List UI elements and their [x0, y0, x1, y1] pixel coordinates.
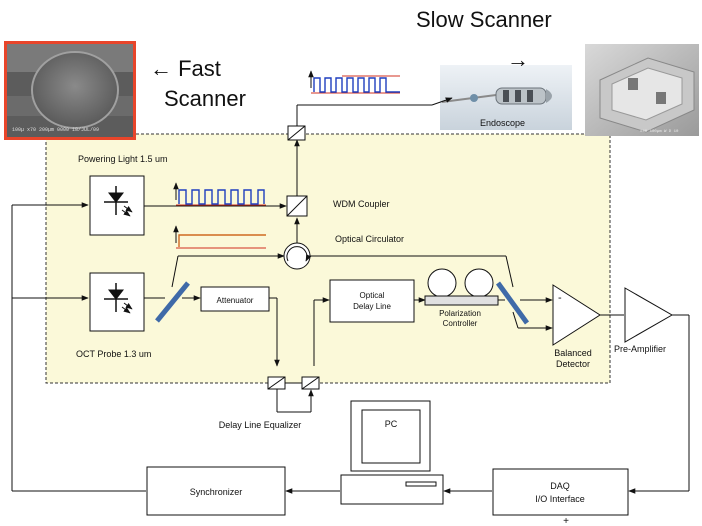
fast-scanner-title-line1: ← Fast: [150, 56, 221, 81]
oct-probe-label: OCT Probe 1.3 um: [76, 349, 151, 359]
pre-amplifier-label: Pre-Amplifier: [614, 344, 666, 354]
daq-io-interface-box: [492, 468, 629, 516]
slow-scanner-arrow: →: [507, 47, 529, 72]
oct-step-waveform: [173, 225, 266, 249]
delay-line-equalizer-label: Delay Line Equalizer: [219, 420, 302, 430]
endoscope-image: [440, 65, 572, 130]
endoscope-coupler: [287, 125, 306, 141]
balanced-detector: [552, 284, 601, 346]
attenuator-box: [200, 286, 270, 312]
slow-scanner-title: Slow Scanner: [416, 7, 552, 32]
fast-scanner-sem-caption: 100µ x70 200µm 0000 18/JUL/09: [12, 127, 99, 133]
polarization-controller: [424, 268, 499, 306]
pc-label: PC: [385, 419, 398, 429]
balanced-detector-label-2: Detector: [556, 359, 590, 369]
daq-label-1: DAQ: [550, 481, 570, 491]
optical-circulator: [283, 242, 312, 270]
fast-scanner-image: 100µ x70 200µm 0000 18/JUL/09: [4, 41, 136, 140]
oct-probe-source: [89, 272, 145, 332]
powering-pulse-waveform: [173, 182, 266, 206]
attenuator-label: Attenuator: [217, 296, 254, 305]
optical-module-panel: [45, 133, 611, 384]
powering-light-source: [89, 175, 145, 236]
polarization-controller-label-2: Controller: [443, 319, 478, 328]
delay-line-equalizer: [267, 376, 320, 390]
balanced-detector-label-1: Balanced: [554, 348, 592, 358]
fast-scanner-title-line2: Scanner: [164, 86, 246, 111]
laser-diode-icon: [104, 283, 133, 314]
laser-diode-icon: [104, 186, 133, 217]
polarization-controller-label-1: Polarization: [439, 309, 481, 318]
pc-computer-icon: [340, 400, 444, 505]
endoscope-pulse-waveform: [308, 70, 400, 94]
beam-splitter-right: [495, 281, 530, 325]
slow-scanner-sem-caption: x40 100µm W D 10: [640, 130, 679, 134]
pre-amplifier: [624, 287, 674, 343]
wdm-coupler: [286, 195, 308, 217]
daq-label-2: I/O Interface: [535, 494, 585, 504]
optical-delay-line-box: [329, 279, 415, 323]
beam-splitter-left: [155, 281, 190, 323]
electrical-wiring: [11, 202, 690, 494]
slow-scanner-image: x40 100µm W D 10: [585, 44, 699, 136]
detector-minus-sign: -: [558, 292, 562, 304]
powering-light-label: Powering Light 1.5 um: [78, 154, 168, 164]
optical-paths: [144, 97, 624, 413]
optical-delay-line-label-2: Delay Line: [353, 302, 391, 311]
wdm-coupler-label: WDM Coupler: [333, 199, 390, 209]
endoscope-label: Endoscope: [480, 118, 525, 128]
synchronizer-box: [146, 466, 286, 516]
optical-delay-line-label-1: Optical: [360, 291, 385, 300]
synchronizer-label: Synchronizer: [190, 487, 243, 497]
detector-plus-sign: +: [563, 516, 569, 526]
optical-circulator-label: Optical Circulator: [335, 234, 404, 244]
